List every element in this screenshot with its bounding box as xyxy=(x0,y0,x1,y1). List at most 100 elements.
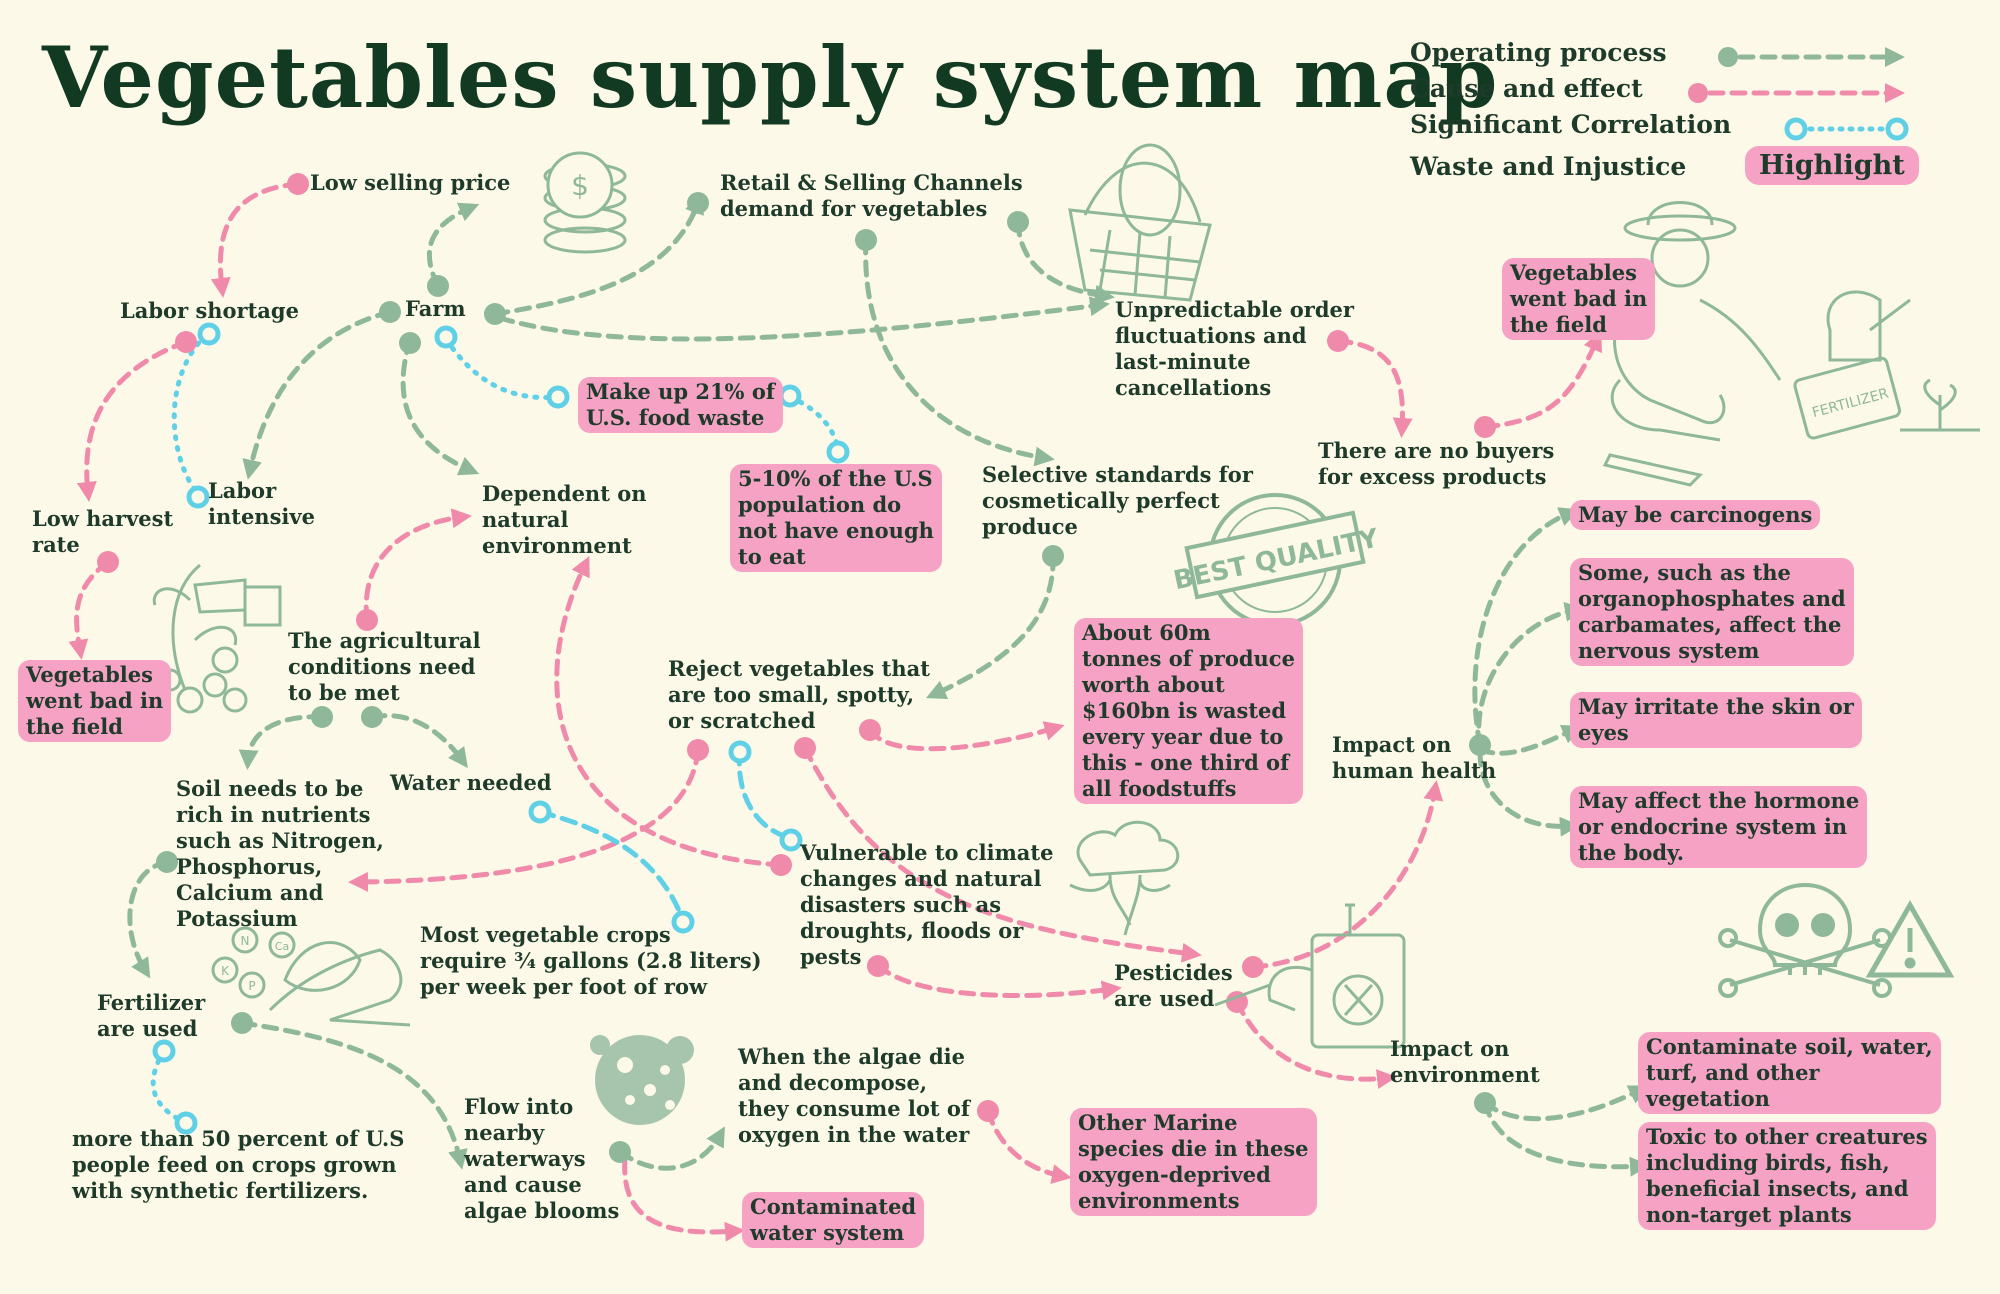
node-sixty-million: About 60m tonnes of produce worth about … xyxy=(1074,618,1303,804)
svg-text:$: $ xyxy=(571,169,589,202)
link-reject-vulnerable xyxy=(736,747,793,841)
node-retail-channels: Retail & Selling Channels demand for veg… xyxy=(720,170,1023,221)
hand-fertilizer-icon: N Ca K P xyxy=(211,926,411,1027)
coins-icon: $ xyxy=(543,151,627,254)
link-farm-foodwaste xyxy=(443,336,559,400)
node-water-needed: Water needed xyxy=(390,770,552,795)
node-impact-health: Impact on human health xyxy=(1332,732,1497,783)
link-retail-unpredictable xyxy=(1015,219,1115,305)
node-went-bad-top: Vegetables went bad in the field xyxy=(1502,258,1656,340)
node-fertilizer: Fertilizer are used xyxy=(97,990,206,1041)
link-agri-water xyxy=(369,713,468,769)
node-vulnerable-climate: Vulnerable to climate changes and natura… xyxy=(800,840,1054,969)
link-soil-fertilizer xyxy=(127,859,170,979)
svg-text:K: K xyxy=(221,964,230,978)
link-unpredictable-nobuyers xyxy=(1335,338,1413,438)
algae-icon xyxy=(590,1035,694,1125)
link-health-skin xyxy=(1477,725,1583,756)
link-reject-sixty xyxy=(867,721,1065,752)
operating-links xyxy=(127,193,1650,1177)
svg-text:Ca: Ca xyxy=(275,940,289,953)
node-selective-standards: Selective standards for cosmetically per… xyxy=(982,462,1253,539)
link-harvest-wentbad xyxy=(68,559,111,660)
link-env-contaminate xyxy=(1482,1085,1649,1122)
svg-text:N: N xyxy=(241,934,250,948)
gardener-icon: FERTILIZER xyxy=(1602,201,1980,487)
legend-highlight: Highlight xyxy=(1745,146,1919,185)
explosion-icon xyxy=(1069,820,1180,936)
link-vulnerable-dependent xyxy=(554,555,784,868)
link-price-shortage xyxy=(210,181,301,298)
link-water-crops xyxy=(537,809,686,923)
node-contaminated-water: Contaminated water system xyxy=(742,1192,925,1248)
node-contaminate-soil: Contaminate soil, water, turf, and other… xyxy=(1638,1032,1941,1114)
basket-icon xyxy=(1068,143,1212,302)
link-farm-low-price xyxy=(427,202,480,289)
node-impact-environment: Impact on environment xyxy=(1390,1036,1540,1087)
node-skin-eyes: May irritate the skin or eyes xyxy=(1570,692,1862,748)
node-unpredictable-orders: Unpredictable order fluctuations and las… xyxy=(1115,297,1354,400)
link-env-toxic xyxy=(1482,1100,1650,1177)
node-carcinogens: May be carcinogens xyxy=(1570,500,1821,530)
svg-text:FERTILIZER: FERTILIZER xyxy=(1811,385,1891,421)
node-fifty-percent: more than 50 percent of U.S people feed … xyxy=(72,1126,405,1203)
link-shortage-laborintensive xyxy=(171,332,209,497)
legend-operating: Operating process xyxy=(1410,38,1667,67)
link-pesticides-health xyxy=(1250,780,1444,970)
node-hormone: May affect the hormone or endocrine syst… xyxy=(1570,786,1868,868)
legend: Operating process Cause and effect Signi… xyxy=(1410,36,1919,196)
link-fertilizer-flow xyxy=(239,1020,468,1170)
page-title: Vegetables supply system map xyxy=(42,28,1499,127)
node-low-selling-price: Low selling price xyxy=(310,170,511,195)
node-agri-conditions: The agricultural conditions need to be m… xyxy=(288,628,481,705)
warning-icon xyxy=(1865,899,1955,978)
node-not-enough-to-eat: 5-10% of the U.S population do not have … xyxy=(730,464,942,572)
node-most-crops-water: Most vegetable crops require ¾ gallons (… xyxy=(420,922,762,999)
link-agri-dependent xyxy=(363,508,472,623)
link-farm-unpredictable xyxy=(497,296,1110,342)
link-selective-reject xyxy=(925,553,1056,699)
link-flow-algae xyxy=(617,1126,725,1171)
cause-links xyxy=(68,181,1603,1242)
node-food-waste-21: Make up 21% of U.S. food waste xyxy=(578,377,783,433)
node-toxic-creatures: Toxic to other creatures including birds… xyxy=(1638,1122,1936,1230)
node-labor-shortage: Labor shortage xyxy=(120,298,299,323)
node-nervous-system: Some, such as the organophosphates and c… xyxy=(1570,558,1854,666)
link-vulnerable-pesticides xyxy=(875,963,1122,1001)
svg-text:P: P xyxy=(248,979,255,993)
legend-waste: Waste and Injustice xyxy=(1410,152,1687,181)
link-nobuyers-wentbad xyxy=(1482,330,1603,430)
link-reject-soil xyxy=(348,747,701,892)
node-flow-waterways: Flow into nearby waterways and cause alg… xyxy=(464,1094,620,1223)
node-farm: Farm xyxy=(405,296,466,321)
link-farm-dependent xyxy=(400,337,480,476)
link-health-hormone xyxy=(1477,749,1580,837)
link-algae-marine xyxy=(985,1108,1072,1184)
node-no-buyers: There are no buyers for excess products xyxy=(1318,438,1555,489)
skull-icon xyxy=(1718,883,1892,998)
legend-lines xyxy=(1688,47,1909,141)
node-low-harvest: Low harvest rate xyxy=(32,506,174,557)
link-agri-soil xyxy=(238,714,325,770)
node-reject-vegetables: Reject vegetables that are too small, sp… xyxy=(668,656,930,733)
link-health-nervous xyxy=(1476,601,1585,751)
node-dependent-environment: Dependent on natural environment xyxy=(482,481,647,558)
link-retail-selective xyxy=(863,237,1055,467)
node-algae-die: When the algae die and decompose, they c… xyxy=(738,1044,970,1147)
node-pesticides: Pesticides are used xyxy=(1114,960,1233,1011)
sprayer-icon xyxy=(1214,903,1406,1049)
node-dots xyxy=(97,173,1496,1163)
link-farm-retail xyxy=(492,193,704,317)
legend-correlation: Significant Correlation xyxy=(1410,110,1732,139)
node-soil-nutrients: Soil needs to be rich in nutrients such … xyxy=(176,776,384,931)
node-labor-intensive: Labor intensive xyxy=(208,478,315,529)
link-pesticides-env xyxy=(1234,999,1397,1089)
legend-cause: Cause and effect xyxy=(1410,74,1643,103)
link-shortage-harvest xyxy=(76,339,189,502)
node-marine-species: Other Marine species die in these oxygen… xyxy=(1070,1108,1317,1216)
link-fertilizer-fifty xyxy=(150,1048,187,1125)
link-farm-labor-intensive xyxy=(242,309,393,480)
node-went-bad-left: Vegetables went bad in the field xyxy=(18,660,172,742)
